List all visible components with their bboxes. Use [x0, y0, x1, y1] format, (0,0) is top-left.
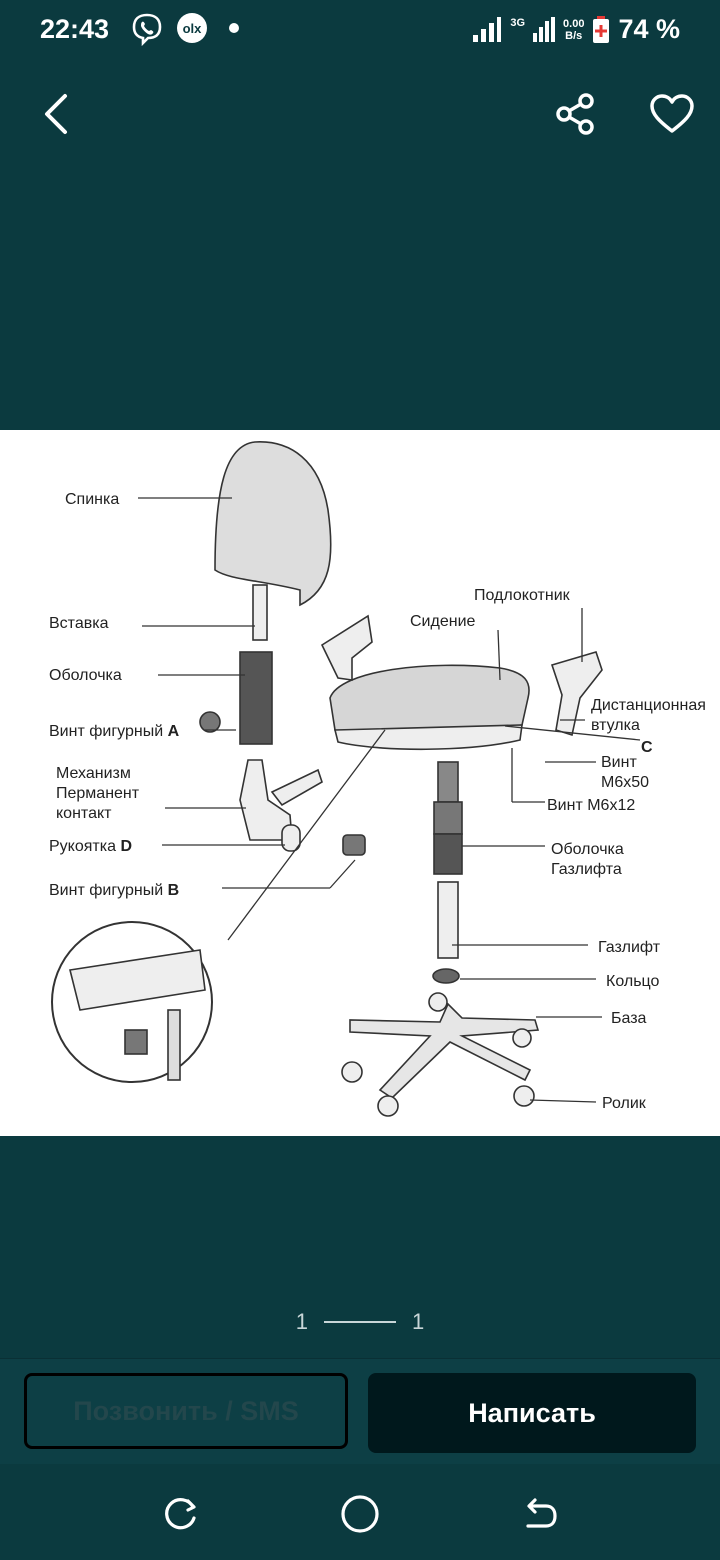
battery-icon [593, 15, 610, 43]
clock: 22:43 [40, 14, 110, 44]
image-pager: 1 1 [0, 1300, 720, 1344]
signal-icon [473, 16, 502, 42]
label-rukoyatka: Рукоятка D [49, 838, 132, 855]
home-icon [341, 1495, 379, 1533]
pager-progress-line [324, 1321, 396, 1323]
caster-3 [513, 1085, 535, 1107]
label-baza: База [611, 1010, 647, 1027]
dot-icon [229, 23, 239, 33]
label-vint-m650-1: Винт [601, 754, 637, 771]
label-vstavka: Вставка [49, 615, 109, 632]
olx-icon: olx [177, 13, 207, 43]
label-rolik: Ролик [602, 1095, 647, 1112]
ring-shape [432, 968, 460, 984]
home-button[interactable] [338, 1492, 382, 1536]
label-podlokotnik: Подлокотник [474, 587, 571, 604]
shell-shape [239, 651, 273, 745]
svg-text:olx: olx [183, 21, 203, 36]
label-obol-gaz-2: Газлифта [551, 861, 622, 878]
gaslift-shape [437, 881, 459, 959]
screw-b-shape [342, 834, 366, 856]
status-bar: 22:43 olx 3G 0.00 B/s 74 % [0, 0, 720, 62]
caster-2 [377, 1095, 399, 1117]
status-right: 3G 0.00 B/s 74 % [472, 14, 680, 45]
label-rukoyatka-letter: D [120, 838, 132, 855]
label-vint-b-text: Винт фигурный [49, 882, 168, 899]
label-obol-gaz-1: Оболочка [551, 841, 624, 858]
recent-apps-button[interactable] [158, 1492, 202, 1536]
label-dist-1: Дистанционная [591, 697, 706, 714]
label-vint-b-letter: В [168, 882, 180, 899]
toolbar [0, 70, 720, 156]
backrest-shape [214, 441, 332, 607]
armrest-left [320, 614, 373, 681]
net-speed-unit: B/s [565, 29, 583, 42]
bottom-actions: Позвонить / SMS Написать [0, 1358, 720, 1465]
label-obolochka: Оболочка [49, 667, 122, 684]
network-type: 3G [510, 16, 526, 29]
label-mech-3: контакт [56, 805, 112, 822]
label-koltso: Кольцо [606, 973, 660, 990]
label-c: C [641, 739, 653, 756]
heart-icon [650, 94, 694, 133]
label-mech-2: Перманент [56, 785, 140, 802]
label-dist-2: втулка [591, 717, 640, 734]
pager-total: 1 [412, 1309, 425, 1334]
viber-icon [132, 13, 162, 46]
armrest-right [550, 651, 603, 737]
caster-1 [341, 1061, 363, 1083]
gaslift-shell-shape [433, 833, 463, 875]
share-button[interactable] [550, 88, 602, 140]
label-vint-m650-2: М6х50 [601, 774, 649, 791]
label-vint-b: Винт фигурный В [49, 882, 179, 899]
product-image[interactable]: Спинка Вставка Оболочка Винт фигурный А … [0, 430, 720, 1136]
label-vint-a-letter: А [168, 723, 180, 740]
system-nav-bar [0, 1464, 720, 1560]
recent-apps-icon [165, 1498, 196, 1530]
screw-a-shape [199, 711, 221, 733]
back-nav-icon [526, 1498, 557, 1528]
label-mech-1: Механизм [56, 765, 131, 782]
handle-shape [281, 824, 301, 852]
pager-current: 1 [295, 1309, 308, 1334]
label-vint-a: Винт фигурный А [49, 723, 180, 740]
favorite-button[interactable] [646, 88, 698, 140]
net-speed-value: 0.00 [563, 17, 585, 30]
label-vint-a-text: Винт фигурный [49, 723, 168, 740]
write-message-button[interactable]: Написать [368, 1373, 696, 1453]
gaslift-top [437, 761, 459, 803]
chair-assembly-diagram: Спинка Вставка Оболочка Винт фигурный А … [49, 441, 706, 1117]
share-icon [556, 93, 594, 135]
back-arrow-icon [45, 94, 67, 134]
back-nav-button[interactable] [518, 1492, 562, 1536]
caster-4 [512, 1028, 532, 1048]
insert-shape [252, 584, 268, 641]
label-vint-m612: Винт М6х12 [547, 797, 635, 814]
label-spinka: Спинка [65, 491, 119, 508]
label-sidenie: Сидение [410, 613, 476, 630]
call-sms-button[interactable]: Позвонить / SMS [24, 1373, 348, 1449]
label-gazlift: Газлифт [598, 939, 661, 956]
base-shape [349, 1002, 540, 1100]
battery-level: 74 % [618, 14, 680, 44]
caster-5 [428, 992, 448, 1012]
net-speed: 0.00 B/s [563, 18, 584, 42]
signal-icon-2 [533, 16, 556, 42]
label-rukoyatka-text: Рукоятка [49, 838, 120, 855]
back-button[interactable] [30, 88, 82, 140]
